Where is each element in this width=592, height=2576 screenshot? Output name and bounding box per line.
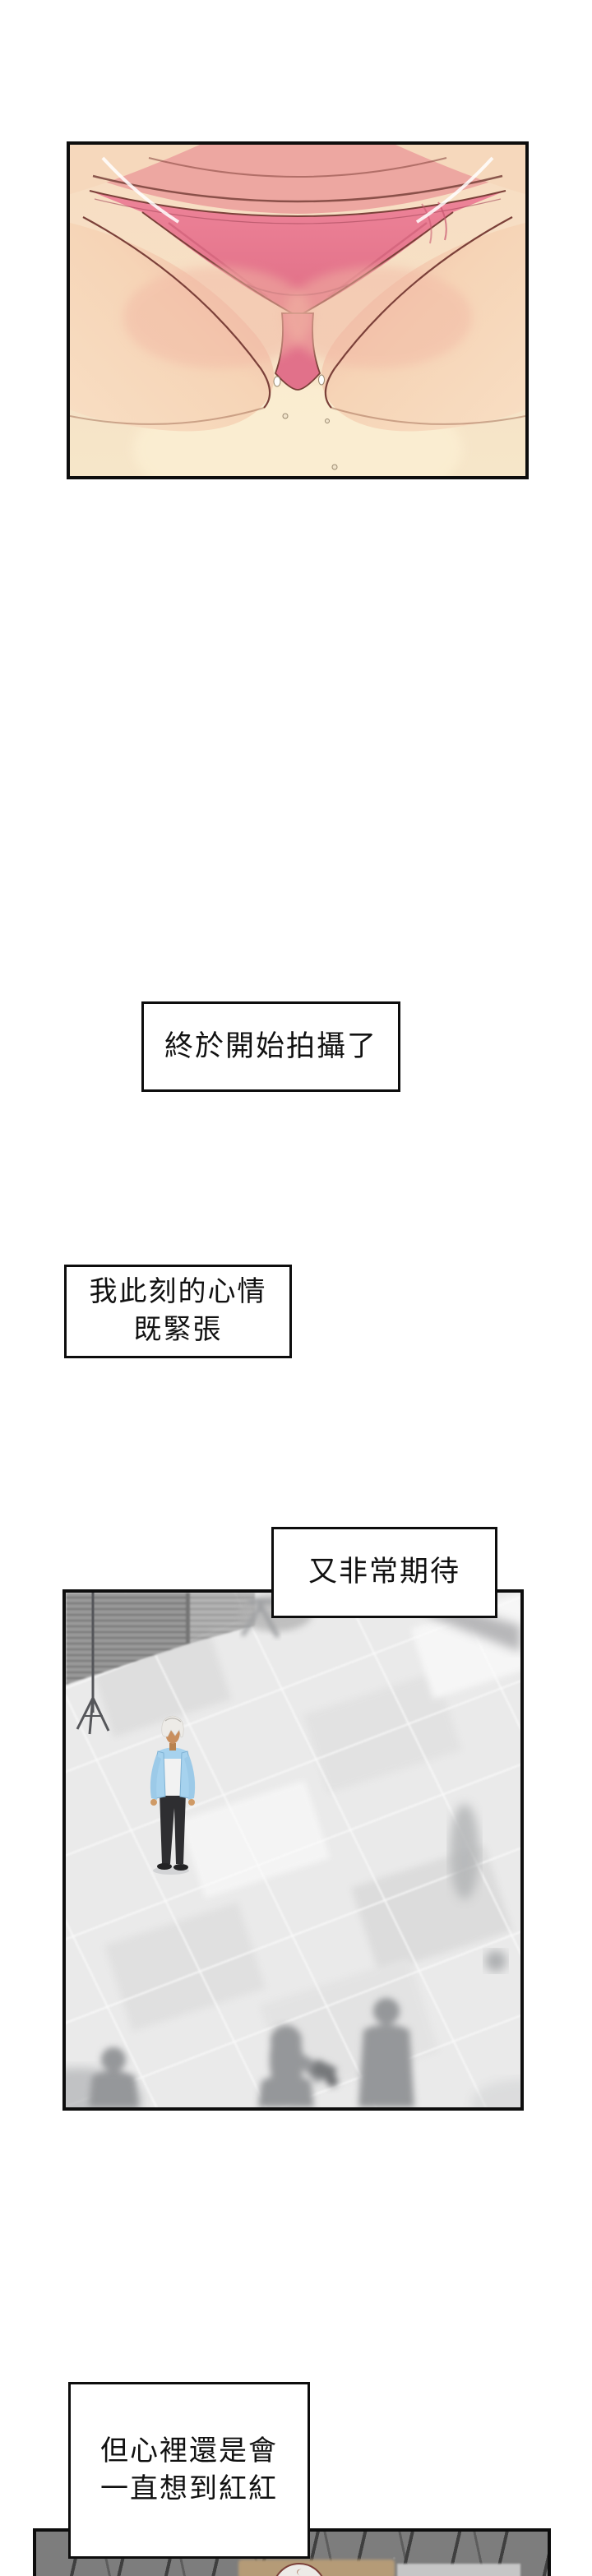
- man-hand: [188, 1799, 195, 1806]
- belly-area: [70, 145, 525, 214]
- silhouette-left-person: [89, 2047, 138, 2107]
- man-shirt: [164, 1754, 182, 1796]
- narration-line: 既緊張: [133, 1314, 223, 1345]
- man-hair-shading: [164, 1718, 182, 1723]
- narration-line: 一直想到紅紅: [100, 2472, 278, 2504]
- narration-box-4: 但心裡還是會 一直想到紅紅: [68, 2382, 310, 2559]
- man-shoe: [173, 1864, 188, 1871]
- man-shoe: [157, 1863, 172, 1870]
- highlight-left: [101, 156, 180, 224]
- blurry-tripod: [240, 1599, 280, 1639]
- light-stone-strip: [397, 2564, 520, 2576]
- narration-box-1: 終於開始拍攝了: [141, 1001, 400, 1092]
- narration-line: 我此刻的心情: [89, 1276, 267, 1308]
- man-arm-right: [184, 1755, 196, 1800]
- man-white-hair: [161, 1715, 184, 1738]
- man-neck: [169, 1743, 176, 1750]
- narration-box-2: 我此刻的心情 既緊張: [64, 1265, 292, 1358]
- highlight-right: [415, 156, 494, 224]
- narration-box-3: 又非常期待: [271, 1527, 497, 1618]
- droplets: [273, 374, 338, 470]
- plaza-illustration: [66, 1593, 520, 2107]
- silhouette-camera-person: [258, 2025, 338, 2107]
- man-pants: [160, 1792, 186, 1864]
- narration-text: 終於開始拍攝了: [164, 1029, 377, 1062]
- man-hand: [150, 1799, 157, 1806]
- narration-line: 但心裡還是會: [100, 2435, 278, 2467]
- light-stand-tripod: [76, 1593, 110, 1735]
- closeup-illustration: [70, 145, 525, 476]
- standing-man-figure: [150, 1715, 196, 1875]
- narration-text: 又非常期待: [308, 1556, 460, 1589]
- comic-panel-closeup: [67, 141, 529, 479]
- man-arm-left: [150, 1755, 161, 1800]
- comic-panel-plaza: [62, 1589, 524, 2111]
- man-jacket-shoulders: [158, 1747, 187, 1759]
- silhouette-right-person: [358, 1998, 414, 2107]
- thighs: [70, 156, 525, 432]
- onlooker-silhouettes: [89, 1998, 414, 2107]
- tan-stone-patch: [238, 2560, 395, 2576]
